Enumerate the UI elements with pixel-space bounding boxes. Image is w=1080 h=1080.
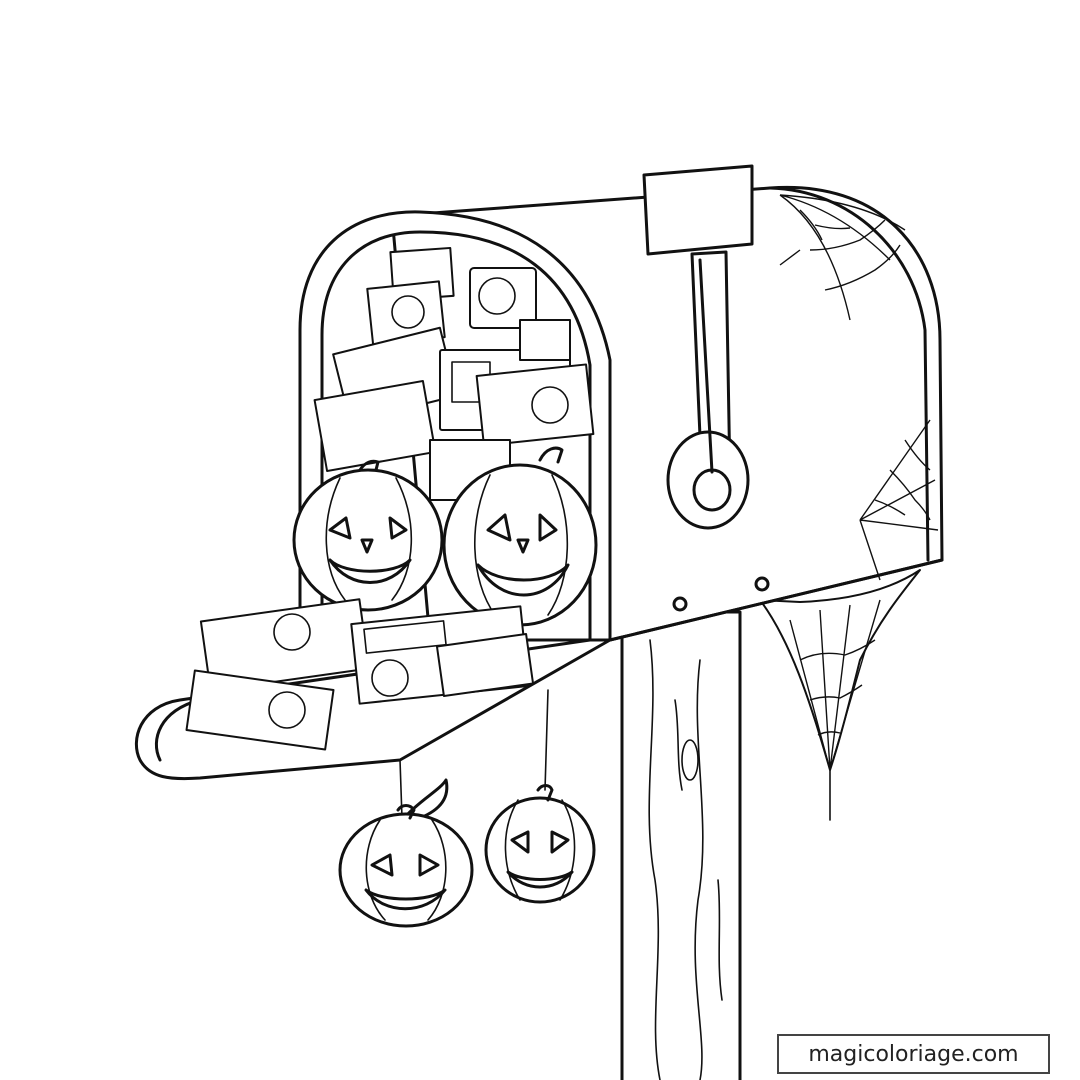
hanging-pumpkin-left [338,759,474,928]
pumpkin-left [292,459,444,612]
side-spider-web [859,419,939,581]
corner-spider-web [779,194,906,321]
hanging-pumpkin-right [484,689,596,904]
hanging-spider-web [759,569,921,821]
door-letters [185,598,535,751]
website-watermark: magicoloriage.com [777,1034,1050,1074]
mailbox-flag [642,164,754,530]
wooden-post [620,610,742,1080]
